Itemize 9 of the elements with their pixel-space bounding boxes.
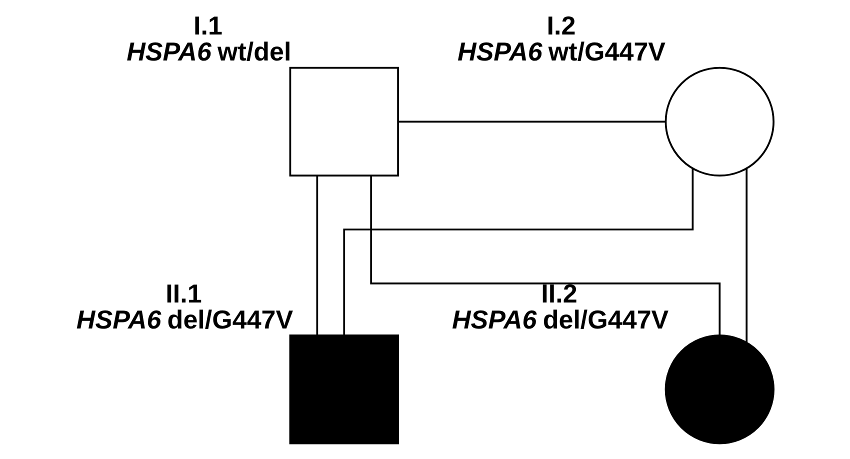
node-circle [664, 334, 774, 444]
connector [343, 168, 694, 336]
connector [398, 120, 666, 123]
node-box [289, 66, 399, 177]
connector [746, 168, 748, 343]
connector [370, 176, 721, 336]
node-box [289, 334, 399, 444]
connector [316, 176, 318, 336]
node-circle [664, 66, 774, 177]
